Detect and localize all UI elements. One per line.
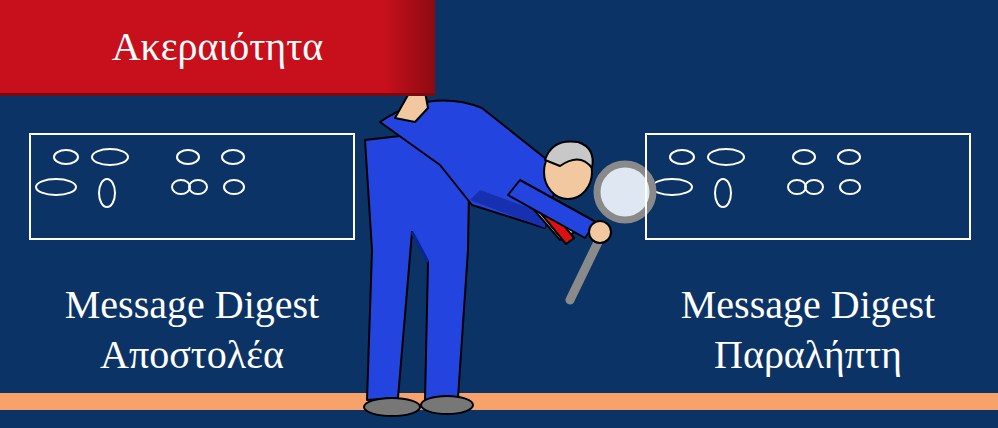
digest-caption: Message Digest Παραλήπτη xyxy=(658,280,958,380)
digest-symbols-left xyxy=(36,149,244,207)
title-banner: Ακεραιότητα xyxy=(0,0,435,96)
digest-symbols-right xyxy=(652,149,860,207)
digest-box: Message Digest Παραλήπτη xyxy=(645,133,971,240)
orange-bar xyxy=(0,393,998,410)
digest-caption: Message Digest Αποστολέα xyxy=(42,280,342,380)
digest-box: Message Digest Αποστολέα xyxy=(29,133,355,240)
banner-title: Ακεραιότητα xyxy=(112,23,324,70)
inspector-figure xyxy=(364,92,653,416)
